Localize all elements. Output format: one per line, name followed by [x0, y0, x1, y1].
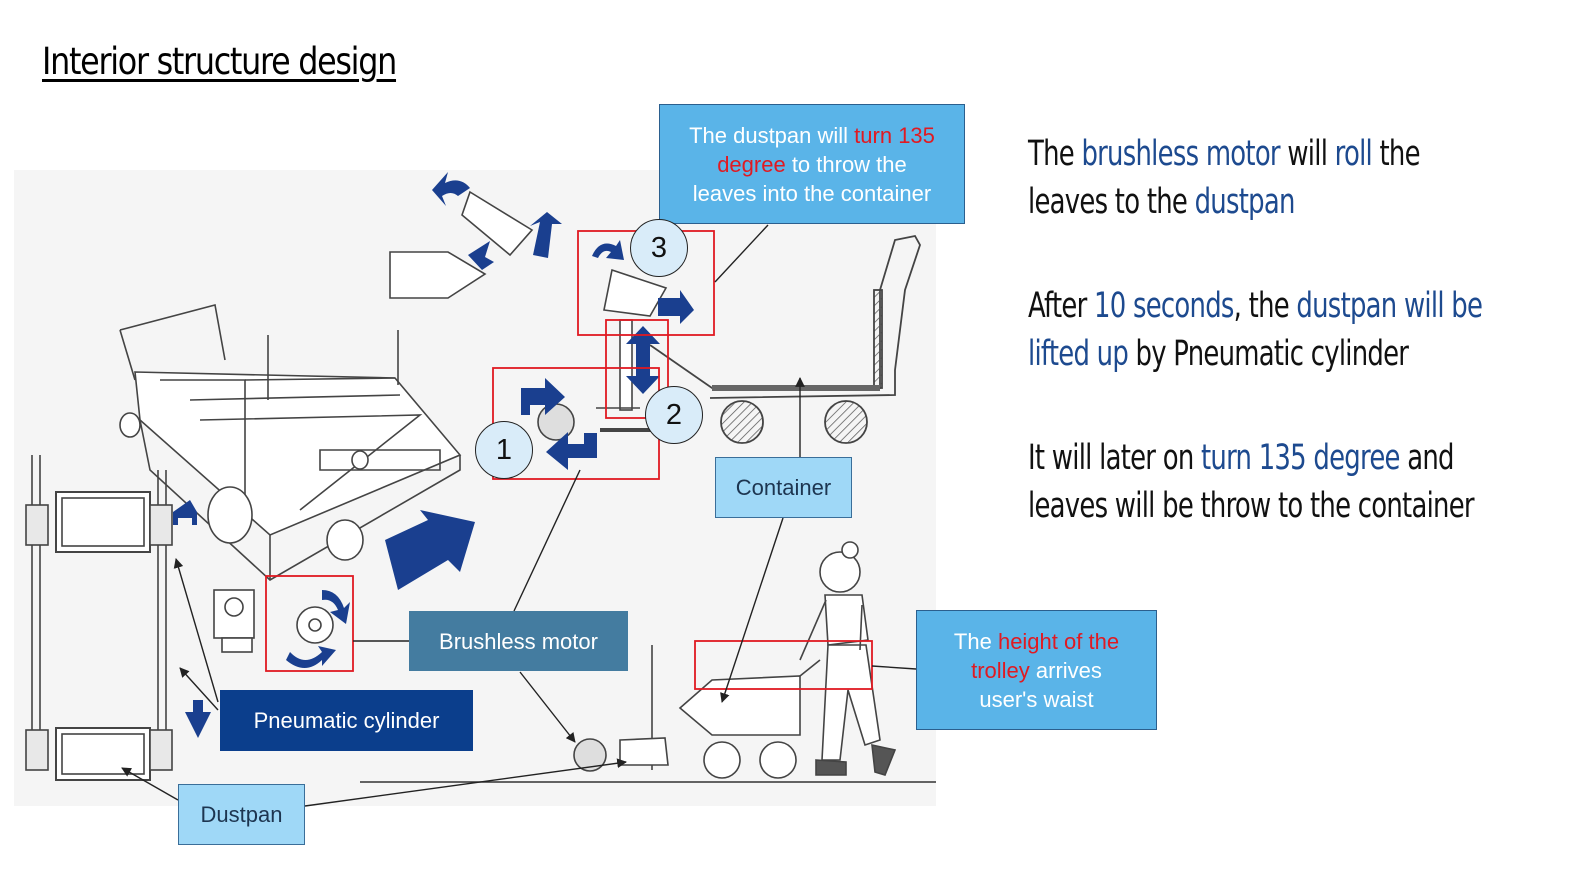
explanation-2: After 10 seconds, the dustpan will be li…	[1028, 286, 1483, 374]
motor-detail	[213, 589, 334, 653]
direction-arrows	[173, 172, 694, 738]
brush-roller	[537, 403, 575, 441]
callout-dustpan-turn-text: The dustpan will turn 135 degree to thro…	[689, 122, 935, 206]
callout-pneumatic-cylinder: Pneumatic cylinder	[220, 690, 473, 751]
left-arrow-icon	[546, 432, 597, 470]
leader-lines	[121, 224, 917, 807]
callout-dustpan-turn: The dustpan will turn 135 degree to thro…	[659, 104, 965, 224]
rotate-ccw-arrow-icon	[286, 646, 336, 668]
right-arrow-icon	[521, 378, 565, 415]
dustpan-mechanism	[596, 268, 668, 432]
cylinder-down-arrow-icon	[185, 700, 211, 738]
callout-container: Container	[715, 457, 852, 518]
callout-dustpan: Dustpan	[178, 784, 305, 845]
step-number-2: 2	[645, 386, 703, 444]
small-arrow-icon	[468, 241, 494, 270]
explanation-3: It will later on turn 135 degree and lea…	[1028, 438, 1475, 526]
step-number-3: 3	[630, 219, 688, 277]
rotate-arrow-icon	[432, 172, 470, 206]
dustpan-throw-sketch	[389, 190, 534, 299]
explanation-1: The brushless motor will roll the leaves…	[1028, 134, 1421, 222]
sweeper-machine	[119, 304, 462, 581]
side-trolley	[649, 234, 921, 444]
throw-arrow-icon	[658, 290, 694, 324]
callout-trolley-height: The height of the trolley arrives user's…	[916, 610, 1157, 730]
rotate-cw-arrow-icon	[322, 590, 350, 624]
up-arrow-icon	[530, 212, 562, 258]
callout-trolley-height-text: The height of the trolley arrives user's…	[953, 628, 1120, 712]
callout-brushless-motor: Brushless motor	[409, 611, 628, 671]
step-number-1: 1	[475, 421, 533, 479]
turn-arrow-icon	[592, 240, 624, 260]
cylinder-up-arrow-icon	[173, 500, 197, 525]
pneumatic-cylinders	[25, 455, 173, 781]
up-down-arrow-icon	[626, 326, 660, 394]
big-push-arrow-icon	[385, 510, 475, 590]
trolley-with-user	[573, 541, 897, 779]
explanation-text: The brushless motor will roll the leaves…	[1028, 130, 1502, 586]
page-title: Interior structure design	[42, 40, 397, 83]
